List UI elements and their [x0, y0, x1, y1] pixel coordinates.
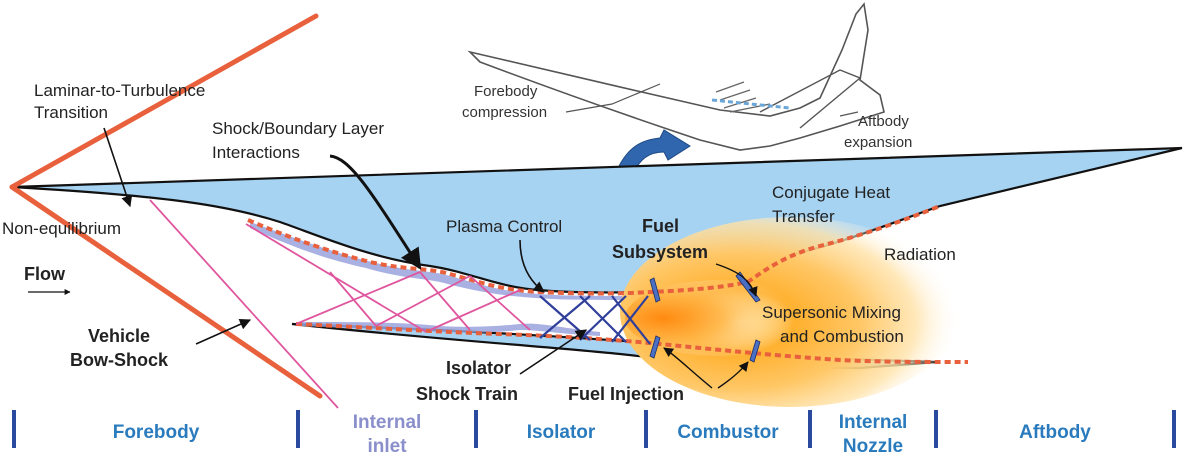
fuel-injection-leader-2	[717, 361, 749, 389]
section-label-inlet: inlet	[367, 436, 407, 457]
vehicle-bow-shock	[9, 13, 323, 399]
fuel-subsystem-label-line1: Fuel	[642, 216, 679, 236]
section-label-combustor: Combustor	[677, 422, 779, 443]
inset-forebody-leader	[565, 83, 661, 113]
vehicle-upper-body	[11, 146, 1183, 294]
fuel-subsystem-label-line2: Subsystem	[612, 242, 708, 262]
isolator-shock-6	[611, 295, 649, 343]
non-equilibrium-label: Non-equilibrium	[2, 219, 121, 238]
section-label-internal: Internal	[839, 412, 908, 433]
injector-top-1	[649, 277, 661, 303]
supersonic-mixing-label-line1: Supersonic Mixing	[762, 303, 901, 322]
injector-bottom-1	[649, 335, 661, 359]
section-label-nozzle: Nozzle	[843, 436, 903, 457]
sbli-label-line2: Interactions	[212, 143, 300, 162]
inset-forebody-label: Forebody	[474, 83, 538, 100]
section-label-isolator: Isolator	[527, 422, 596, 443]
sbli-label-line1: Shock/Boundary Layer	[212, 119, 384, 138]
radiation-label: Radiation	[884, 245, 956, 264]
inset-vehicle-body	[467, 2, 885, 151]
bow-shock-label-line1: Vehicle	[88, 326, 150, 346]
inset-compression-label: compression	[462, 104, 547, 121]
bow-shock-leader-arrow	[195, 318, 252, 345]
bow-shock-lower-line	[9, 184, 323, 399]
section-label-aftbody: Aftbody	[1019, 422, 1091, 443]
inset-callout-arrow	[617, 129, 691, 173]
inset-aftbody-leader	[839, 111, 859, 117]
flow-label: Flow	[24, 264, 66, 284]
fuel-injectors	[649, 271, 761, 363]
section-bar: Forebody Internal inlet Isolator Combustor In…	[12, 410, 1176, 457]
heat-transfer-dashed-line-lower	[295, 322, 969, 364]
inlet-shock-5	[375, 275, 471, 327]
vehicle-inset-sketch: Forebody compression Aftbody expansion	[462, 2, 912, 173]
section-label-forebody: Forebody	[113, 422, 200, 443]
heat-transfer-dashed-line-upper	[247, 204, 941, 296]
fuel-injection-leader-1	[663, 347, 713, 389]
isolator-label-line2: Shock Train	[416, 384, 518, 404]
inlet-shock-8	[429, 289, 521, 331]
inlet-shock-system	[149, 199, 531, 409]
fuel-injection-label: Fuel Injection	[568, 384, 684, 404]
inlet-shock-1	[149, 199, 339, 409]
isolator-leader-arrow	[519, 329, 587, 375]
conjugate-heat-label-line1: Conjugate Heat	[772, 183, 890, 202]
isolator-shock-5	[611, 295, 651, 345]
inset-flow-dash	[711, 98, 791, 110]
fuel-subsystem-leader	[715, 263, 758, 297]
inlet-shock-6	[419, 271, 471, 331]
inset-engine-lines	[715, 81, 771, 113]
inlet-shock-3	[295, 271, 421, 325]
supersonic-mixing-label-line2: and Combustion	[780, 327, 904, 346]
laminar-transition-label-line1: Laminar-to-Turbulence	[34, 81, 205, 100]
inset-aftbody-label: Aftbody	[858, 113, 909, 130]
inlet-shock-4	[329, 271, 377, 327]
plasma-control-label: Plasma Control	[446, 217, 562, 236]
bow-shock-label-line2: Bow-Shock	[70, 350, 169, 370]
section-label-internal: Internal	[353, 412, 422, 433]
inlet-shock-7	[469, 275, 531, 331]
isolator-label-line1: Isolator	[446, 358, 511, 378]
callout-leaders	[28, 127, 758, 389]
inset-expansion-label: expansion	[844, 134, 912, 151]
bow-shock-upper-line	[9, 13, 319, 190]
laminar-transition-label-line2: Transition	[34, 103, 108, 122]
plasma-leader-arrow	[519, 239, 545, 293]
sbli-leader-arrow	[329, 154, 422, 270]
inset-wing	[759, 69, 862, 129]
conjugate-heat-label-line2: Transfer	[772, 207, 835, 226]
combustion-plume-core	[625, 280, 815, 356]
isolator-shock-2	[539, 295, 591, 339]
laminar-leader-arrow	[103, 127, 133, 208]
injector-bottom-2	[749, 339, 761, 363]
